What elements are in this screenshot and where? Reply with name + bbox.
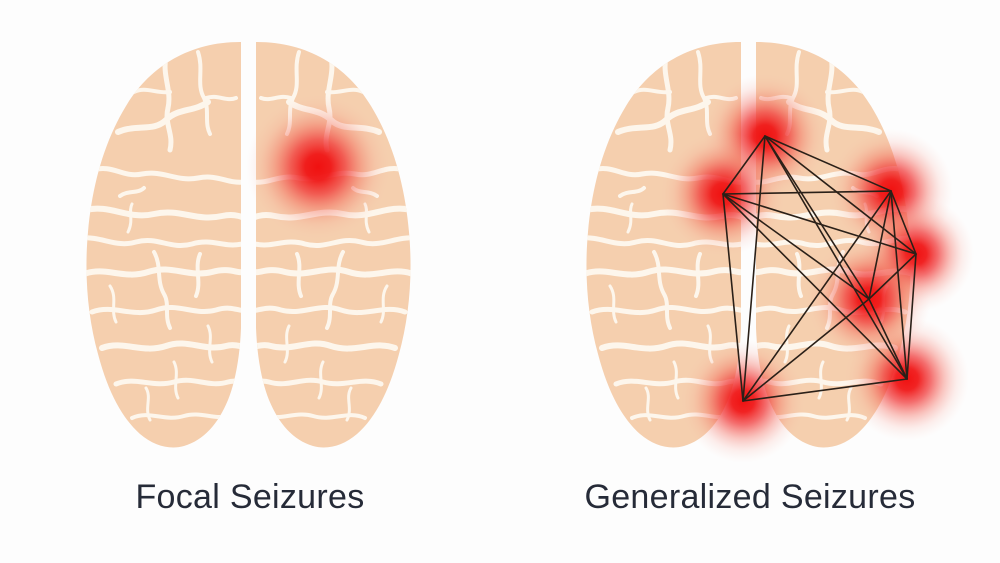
seizure-network-lines [722, 135, 917, 402]
caption-focal-seizures: Focal Seizures [135, 478, 365, 516]
seizure-hotspots-generalized [661, 74, 974, 463]
brain-illustration-generalized [500, 0, 1000, 470]
panel-generalized-seizures: Generalized Seizures [500, 0, 1000, 563]
brain-illustration-focal [0, 0, 500, 470]
seizure-focus-hotspot [246, 95, 390, 239]
panel-focal-seizures: Focal Seizures [0, 0, 500, 516]
brain-group-focal [86, 42, 411, 448]
brain-group-generalized [586, 42, 974, 463]
caption-generalized-seizures: Generalized Seizures [584, 478, 916, 516]
